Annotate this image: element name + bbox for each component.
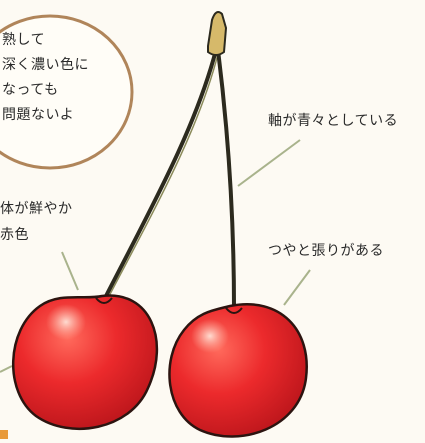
speech-bubble — [0, 14, 134, 170]
bubble-text: 熟して 深く濃い色に なっても 問題ないよ — [2, 32, 89, 123]
left-cherry-highlight — [46, 304, 86, 340]
label-gloss: つやと張りがある — [268, 243, 384, 259]
right-cherry-dimple — [225, 307, 243, 314]
right-stem — [216, 48, 236, 310]
left-cherry — [12, 294, 159, 430]
right-cherry-highlight — [191, 319, 229, 353]
left-stem — [102, 48, 218, 302]
label-body: 体が鮮やか 赤色 — [0, 201, 73, 243]
left-stem-shade — [107, 53, 219, 299]
stem-tip — [207, 11, 228, 56]
corner-mark — [0, 430, 8, 439]
callout-line-gloss — [283, 269, 311, 306]
callout-line-body — [61, 251, 79, 291]
label-stem: 軸が青々としている — [268, 113, 399, 129]
callout-line-stem — [237, 139, 301, 187]
callout-line-left — [0, 365, 13, 373]
left-cherry-dimple — [95, 297, 113, 304]
right-cherry — [168, 303, 308, 438]
